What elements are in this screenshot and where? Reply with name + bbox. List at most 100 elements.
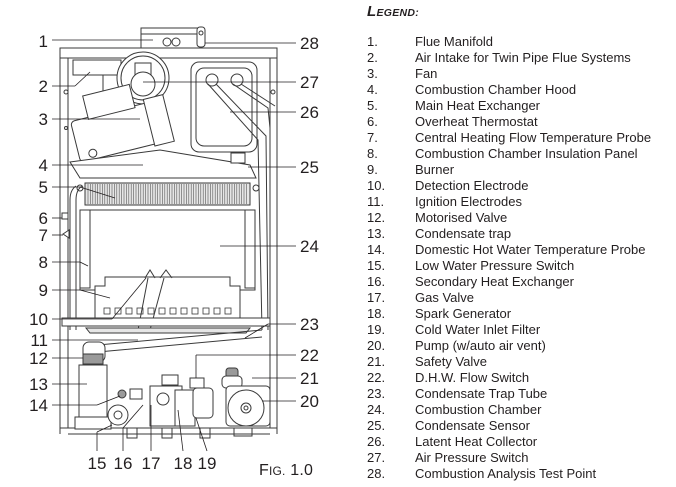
- legend-item: 15.Low Water Pressure Switch: [367, 258, 651, 274]
- legend-item-number: 28.: [367, 466, 386, 481]
- fan-motor: [82, 83, 136, 120]
- insulation-panel-right: [244, 209, 256, 289]
- spark-generator: [174, 389, 196, 427]
- condensate-trap-tube: [97, 329, 263, 353]
- callout-4: 4: [39, 156, 48, 175]
- legend-item-number: 15.: [367, 258, 386, 273]
- legend-item-number: 14.: [367, 242, 386, 257]
- test-point: [196, 26, 206, 48]
- burner-port: [213, 307, 221, 315]
- top-frame-rail: [59, 47, 278, 59]
- caption-smallcaps: IG.: [268, 464, 286, 478]
- boiler-diagram: 1 2 3 4 5 6 7 8 9 10 11 12 13 14 28 27 2…: [29, 26, 319, 473]
- fan-outlet: [142, 94, 175, 147]
- bottom-fitting: [126, 427, 138, 439]
- burner-port: [202, 307, 210, 315]
- legend-item: 24.Combustion Chamber: [367, 402, 651, 418]
- legend-item-label: Combustion Analysis Test Point: [415, 466, 597, 481]
- burner-ports: [103, 307, 232, 315]
- frame-hole: [64, 126, 68, 130]
- motorised-valve-coil: [82, 353, 104, 365]
- latent-heat-collector-inner: [195, 67, 253, 147]
- cold-water-inlet-filter: [192, 387, 214, 419]
- callout-16: 16: [114, 454, 133, 473]
- caption-number: 1.0: [285, 462, 314, 479]
- latent-heat-collector: [190, 61, 258, 153]
- legend-item-number: 3.: [367, 66, 378, 81]
- leader-8-elbow: [79, 261, 89, 267]
- legend-item: 22.D.H.W. Flow Switch: [367, 370, 651, 386]
- callout-28: 28: [300, 34, 319, 53]
- legend-item-number: 24.: [367, 402, 386, 417]
- legend-item-label: Burner: [415, 162, 455, 177]
- flue-fitting: [171, 37, 181, 47]
- callout-24: 24: [300, 237, 319, 256]
- callout-5: 5: [39, 178, 48, 197]
- callout-7: 7: [39, 226, 48, 245]
- legend-item-number: 4.: [367, 82, 378, 97]
- legend-item-label: Main Heat Exchanger: [415, 98, 541, 113]
- chamber-base-rail: [61, 317, 271, 327]
- callout-27: 27: [300, 73, 319, 92]
- leader-23-elbow: [244, 323, 269, 339]
- callout-25: 25: [300, 158, 319, 177]
- condensate-trap: [78, 364, 108, 421]
- bottom-fitting: [199, 427, 211, 439]
- callout-11: 11: [30, 331, 48, 350]
- burner-port: [169, 307, 177, 315]
- legend-title: LEGEND:: [367, 3, 419, 20]
- callout-8: 8: [39, 253, 48, 272]
- legend-item-number: 8.: [367, 146, 378, 161]
- gas-valve-inlet: [161, 374, 179, 386]
- legend-item-label: Air Intake for Twin Pipe Flue Systems: [415, 50, 631, 65]
- burner-port: [114, 307, 122, 315]
- bottom-fitting: [161, 427, 173, 439]
- legend-item-label: Latent Heat Collector: [415, 434, 538, 449]
- legend-item-number: 7.: [367, 130, 378, 145]
- legend-item: 10.Detection Electrode: [367, 178, 651, 194]
- dhw-temperature-probe: [117, 389, 127, 399]
- leader-18: [177, 409, 184, 452]
- callout-17: 17: [142, 454, 161, 473]
- legend-item-number: 5.: [367, 98, 378, 113]
- legend-item: 27.Air Pressure Switch: [367, 450, 651, 466]
- test-point-hole: [198, 30, 204, 36]
- return-pipe-edge: [240, 83, 276, 107]
- secondary-heat-exchanger: [107, 404, 129, 426]
- legend-item: 5. Main Heat Exchanger: [367, 98, 651, 114]
- legend-item-label: Fan: [415, 66, 438, 81]
- legend-item-number: 2.: [367, 50, 378, 65]
- legend-item: 17.Gas Valve: [367, 290, 651, 306]
- callout-19: 19: [198, 454, 217, 473]
- fan-screw: [88, 148, 98, 158]
- flow-temperature-probe: [62, 229, 70, 239]
- dhw-flow-switch: [189, 377, 205, 389]
- legend-item-number: 12.: [367, 210, 386, 225]
- legend-item-number: 10.: [367, 178, 386, 193]
- legend-item-number: 11.: [367, 194, 385, 209]
- callout-10: 10: [29, 310, 48, 329]
- legend-item: 25.Condensate Sensor: [367, 418, 651, 434]
- legend-item-number: 22.: [367, 370, 386, 385]
- frame-hole: [63, 89, 69, 95]
- legend-item-number: 9.: [367, 162, 378, 177]
- legend-item-number: 6.: [367, 114, 378, 129]
- overheat-thermostat: [61, 212, 69, 220]
- dhw-probe-fitting: [129, 388, 143, 400]
- burner-port: [191, 307, 199, 315]
- legend-item: 2. Air Intake for Twin Pipe Flue Systems: [367, 50, 651, 66]
- leader-lines: [52, 39, 296, 452]
- leader-15-elbow: [96, 424, 113, 433]
- callout-9: 9: [39, 281, 48, 300]
- leader-9-elbow: [79, 289, 111, 299]
- flow-pipe-edge: [215, 83, 269, 331]
- callout-6: 6: [39, 209, 48, 228]
- callout-13: 13: [29, 375, 48, 394]
- burner-port: [125, 307, 133, 315]
- figure-caption: FIG. 1.0: [259, 462, 313, 480]
- legend-item-number: 17.: [367, 290, 386, 305]
- legend-item: 9. Burner: [367, 162, 651, 178]
- legend-item: 1.Flue Manifold: [367, 34, 651, 50]
- legend-item-number: 27.: [367, 450, 386, 465]
- boiler-drawing: [59, 26, 278, 439]
